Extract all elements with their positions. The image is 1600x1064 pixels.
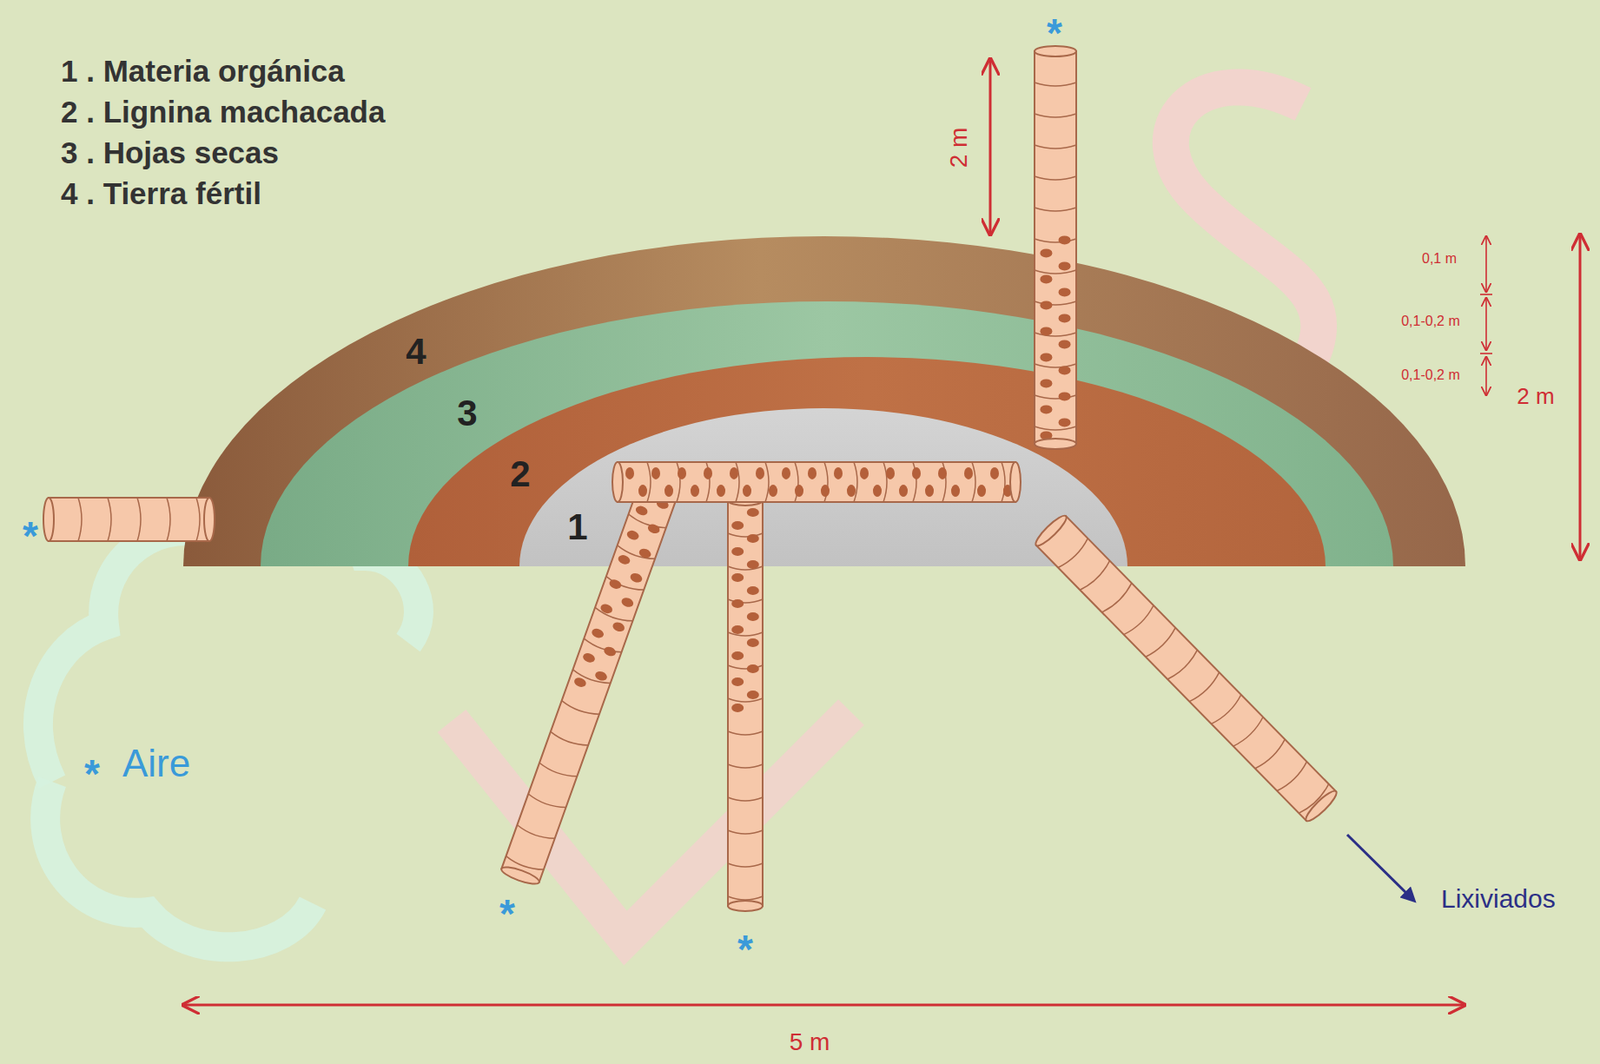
pipe bbox=[1032, 512, 1341, 825]
soil-layer: 4321 bbox=[183, 236, 1466, 567]
layer-band bbox=[260, 301, 1394, 567]
watermark-stroke bbox=[451, 712, 852, 939]
pipe bbox=[43, 497, 215, 542]
callout-number: 4 bbox=[405, 330, 426, 372]
dimension-arrow bbox=[989, 59, 992, 235]
leachate-arrow bbox=[1347, 834, 1415, 901]
dimension-arrow bbox=[1579, 234, 1582, 560]
air-mark: * bbox=[1046, 10, 1063, 56]
pipe bbox=[499, 478, 679, 888]
callout-number: 3 bbox=[456, 392, 477, 434]
dry-leaves-layer: 321 bbox=[260, 301, 1394, 567]
dimension-label: 2 m bbox=[1516, 383, 1554, 410]
legend-entry: 4 . Tierra fértil bbox=[60, 176, 262, 211]
legend-entry: 1 . Materia orgánica bbox=[60, 53, 345, 88]
pipe bbox=[612, 462, 1021, 503]
layer-band bbox=[408, 357, 1326, 567]
dimension-label: 5 m bbox=[789, 1028, 831, 1056]
callout-number: 1 bbox=[567, 506, 588, 548]
dimension-label: 0,1-0,2 m bbox=[1401, 367, 1461, 383]
watermark-cloud bbox=[45, 781, 313, 947]
small-dimension-arrows bbox=[1480, 236, 1493, 396]
air-mark: * bbox=[499, 891, 516, 937]
callout-number: 2 bbox=[509, 453, 530, 495]
air-mark: * bbox=[22, 513, 39, 559]
dimension-arrow bbox=[183, 1004, 1465, 1007]
pipe bbox=[1034, 46, 1077, 450]
dimension-label: 0,1-0,2 m bbox=[1401, 313, 1461, 329]
pipe bbox=[727, 495, 763, 912]
leachate-label: Lixiviados bbox=[1441, 884, 1556, 913]
dimension-label: 2 m bbox=[945, 127, 972, 169]
legend-entry: 2 . Lignina machacada bbox=[60, 94, 385, 129]
legend-air-mark: * bbox=[84, 751, 100, 797]
layer-band bbox=[183, 236, 1466, 567]
air-mark: * bbox=[737, 926, 754, 972]
legend-entry: 3 . Hojas secas bbox=[60, 135, 279, 170]
legend-entry: Aire bbox=[122, 741, 191, 785]
dimension-label: 0,1 m bbox=[1421, 251, 1457, 266]
